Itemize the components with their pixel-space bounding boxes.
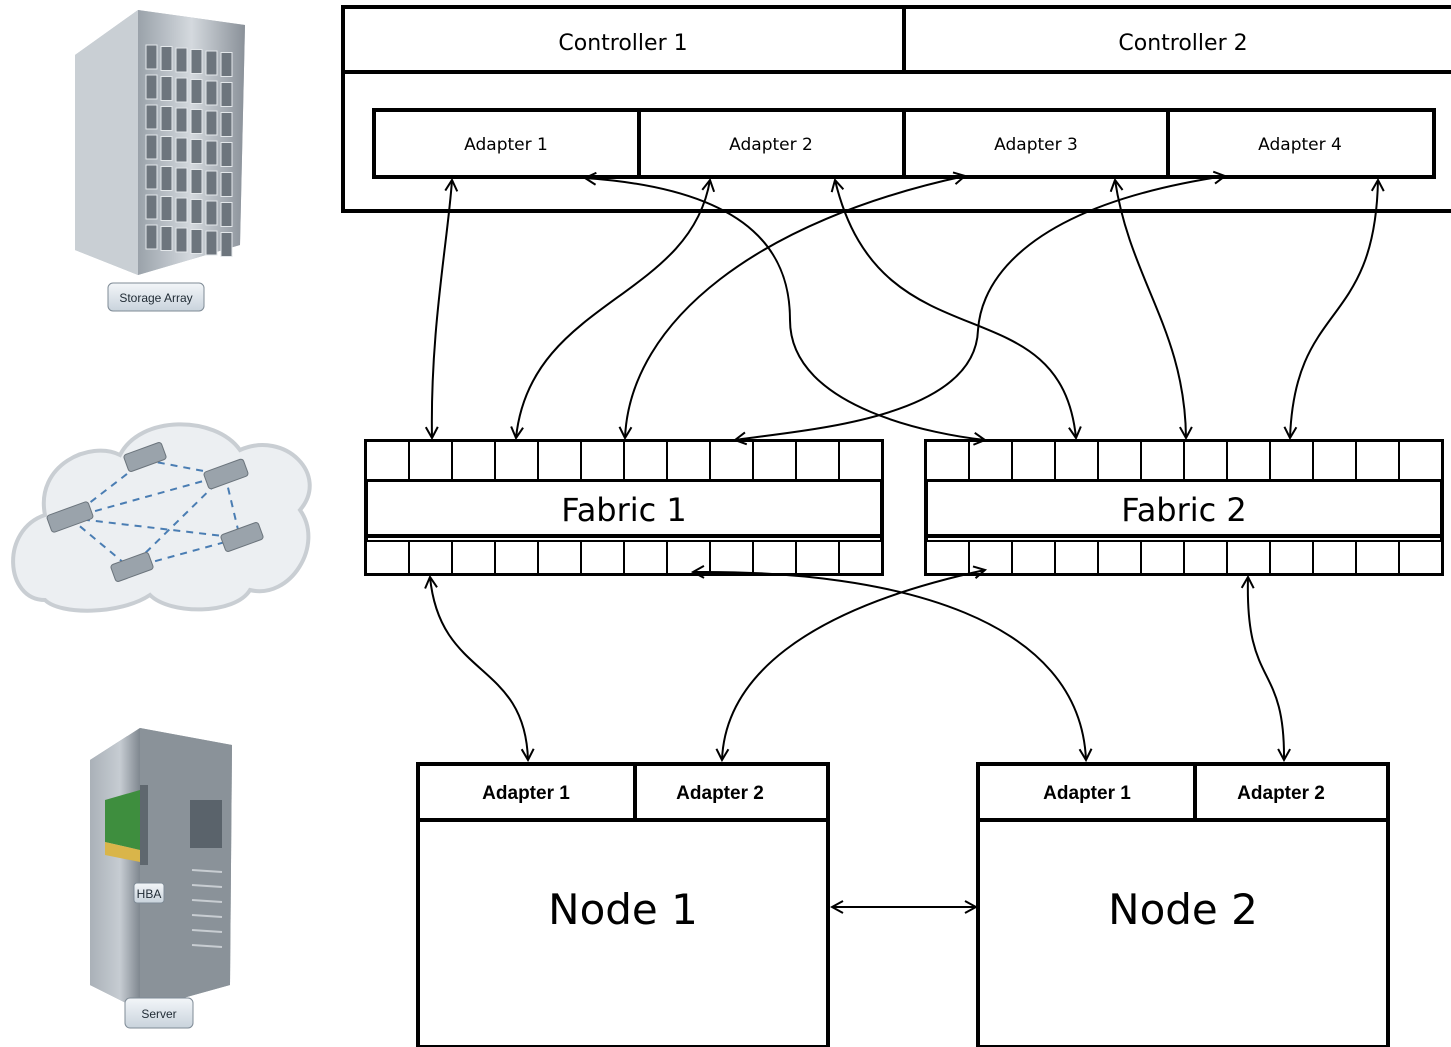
fabric-port bbox=[752, 540, 797, 575]
link-sa3-fabric1 bbox=[625, 176, 965, 438]
fabric-port bbox=[1355, 440, 1400, 481]
storage-adapter-1-label: Adapter 1 bbox=[464, 135, 548, 155]
node-2-label: Node 2 bbox=[1108, 885, 1258, 934]
fabric-port bbox=[1312, 540, 1357, 575]
controller-2-label: Controller 2 bbox=[1118, 31, 1247, 56]
fabric-port bbox=[925, 540, 970, 575]
node-2-adapter-2-label: Adapter 2 bbox=[1237, 783, 1325, 804]
node-2-adapter-1-label: Adapter 1 bbox=[1043, 783, 1131, 804]
fabric-port bbox=[1011, 540, 1056, 575]
fabric-1: Fabric 1 bbox=[364, 439, 884, 576]
node-1-adapter-1-label: Adapter 1 bbox=[482, 783, 570, 804]
fabric-port bbox=[1312, 440, 1357, 481]
fabric-port bbox=[537, 440, 582, 481]
fabric-port bbox=[1054, 440, 1099, 481]
fabric-port bbox=[365, 540, 410, 575]
storage-array-badge: Storage Array bbox=[119, 291, 192, 305]
fabric-port bbox=[494, 440, 539, 481]
link-fabric2-node1 bbox=[722, 570, 985, 760]
node-1-label: Node 1 bbox=[548, 885, 698, 934]
fabric-port bbox=[1140, 440, 1185, 481]
storage-adapter-4-label: Adapter 4 bbox=[1258, 135, 1342, 155]
fabric-port bbox=[795, 440, 840, 481]
fabric-port bbox=[709, 540, 754, 575]
storage-adapter-3-label: Adapter 3 bbox=[994, 135, 1078, 155]
server-badge: Server bbox=[141, 1007, 176, 1021]
fabric-port bbox=[1097, 540, 1142, 575]
fabric-1-ports-top bbox=[365, 440, 883, 481]
fabric-port bbox=[1183, 440, 1228, 481]
storage-adapter-2-label: Adapter 2 bbox=[729, 135, 813, 155]
fabric-port bbox=[1269, 540, 1314, 575]
fabric-node-links bbox=[430, 570, 1284, 907]
fabric-port bbox=[623, 440, 668, 481]
fabric-2-ports-top bbox=[925, 440, 1443, 481]
fabric-port bbox=[968, 440, 1013, 481]
fabric-port bbox=[968, 540, 1013, 575]
fabric-port bbox=[408, 440, 453, 481]
storage-fabric-links bbox=[432, 176, 1378, 440]
storage-array-icon: Storage Array bbox=[75, 10, 245, 312]
fabric-port bbox=[795, 540, 840, 575]
fabric-port bbox=[1269, 440, 1314, 481]
link-fabric2-node2 bbox=[1248, 577, 1284, 760]
link-fabric1-node1 bbox=[430, 577, 528, 760]
fabric-port bbox=[1398, 540, 1443, 575]
link-sa4-fabric2 bbox=[1290, 180, 1378, 438]
fabric-port bbox=[1226, 540, 1271, 575]
fabric-port bbox=[451, 440, 496, 481]
fabric-port bbox=[623, 540, 668, 575]
fabric-2: Fabric 2 bbox=[924, 439, 1444, 576]
fabric-port bbox=[580, 540, 625, 575]
fabric-port bbox=[1398, 440, 1443, 481]
fabric-port bbox=[1054, 540, 1099, 575]
link-sa2-fabric2 bbox=[835, 180, 1076, 438]
fabric-port bbox=[1011, 440, 1056, 481]
fabric-port bbox=[666, 440, 711, 481]
link-sa1-fabric2 bbox=[585, 178, 985, 440]
link-sa4-fabric1 bbox=[735, 176, 1225, 440]
fabric-1-label: Fabric 1 bbox=[561, 491, 687, 529]
fabric-port bbox=[709, 440, 754, 481]
fabric-port bbox=[365, 440, 410, 481]
fabric-port bbox=[925, 440, 970, 481]
fabric-port bbox=[1226, 440, 1271, 481]
fabric-port bbox=[537, 540, 582, 575]
fabric-port bbox=[1355, 540, 1400, 575]
fabric-port bbox=[838, 440, 883, 481]
server-icon: HBA Server bbox=[90, 728, 232, 1029]
node-2: Adapter 1 Adapter 2 Node 2 bbox=[976, 762, 1390, 1047]
controller-1-label: Controller 1 bbox=[558, 31, 687, 56]
node-1-adapter-2-label: Adapter 2 bbox=[676, 783, 764, 804]
fabric-port bbox=[838, 540, 883, 575]
fabric-port bbox=[1183, 540, 1228, 575]
fabric-port bbox=[1097, 440, 1142, 481]
fabric-port bbox=[451, 540, 496, 575]
link-fabric1-node2 bbox=[693, 572, 1086, 760]
fabric-port bbox=[408, 540, 453, 575]
link-sa1-fabric1 bbox=[432, 180, 452, 438]
fabric-port bbox=[666, 540, 711, 575]
fabric-port bbox=[580, 440, 625, 481]
fabric-2-label: Fabric 2 bbox=[1121, 491, 1247, 529]
fabric-port bbox=[1140, 540, 1185, 575]
fabric-1-ports-bottom bbox=[365, 540, 883, 575]
storage-array-block: Controller 1 Controller 2 Adapter 1 Adap… bbox=[341, 5, 1451, 213]
fabric-port bbox=[752, 440, 797, 481]
hba-badge: HBA bbox=[137, 887, 162, 901]
network-cloud-icon bbox=[11, 422, 312, 613]
fabric-2-ports-bottom bbox=[925, 540, 1443, 575]
fabric-port bbox=[494, 540, 539, 575]
node-1: Adapter 1 Adapter 2 Node 1 bbox=[416, 762, 830, 1047]
link-sa2-fabric1-a bbox=[516, 180, 710, 438]
link-sa3-fabric2 bbox=[1115, 180, 1186, 438]
